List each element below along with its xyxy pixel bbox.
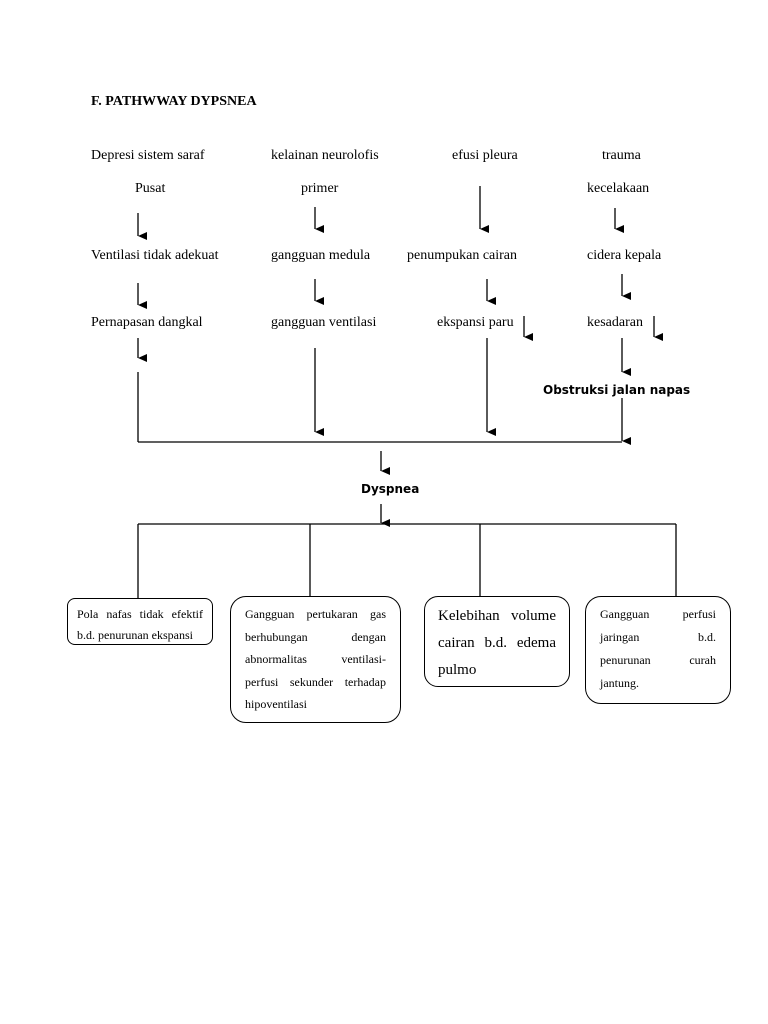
- cause-trauma: trauma: [602, 148, 641, 163]
- node-pernapasan: Pernapasan dangkal: [91, 315, 203, 330]
- node-ekspansi: ekspansi paru: [437, 315, 514, 330]
- node-ventilasi: Ventilasi tidak adekuat: [91, 248, 219, 263]
- diagnosis-box-kelebihan-volume: Kelebihan volume cairan b.d. edema pulmo: [424, 596, 570, 687]
- diagnosis-line: abnormalitas ventilasi-: [245, 652, 386, 666]
- node-gangguan-ventilasi: gangguan ventilasi: [271, 315, 377, 330]
- diagnosis-box-pola-nafas: Pola nafas tidak efektif b.d. penurunan …: [67, 598, 213, 645]
- diagnosis-line: Gangguan perfusi: [600, 607, 716, 621]
- node-kesadaran: kesadaran: [587, 315, 643, 330]
- page-title: F. PATHWWAY DYPSNEA: [91, 94, 257, 109]
- diagnosis-line: b.d. penurunan ekspansi: [77, 628, 193, 642]
- cause-efusi: efusi pleura: [452, 148, 518, 163]
- diagnosis-line: hipoventilasi: [245, 697, 307, 711]
- diagnosis-line: pulmo: [438, 662, 477, 678]
- diagnosis-line: perfusi sekunder terhadap: [245, 674, 386, 689]
- cause-kelainan-2: primer: [301, 181, 339, 196]
- diagnosis-box-pertukaran-gas: Gangguan pertukaran gas berhubungan deng…: [230, 596, 401, 723]
- cause-depresi: Depresi sistem saraf: [91, 148, 205, 163]
- diagnosis-line: berhubungan dengan: [245, 629, 386, 644]
- cause-depresi-2: Pusat: [135, 181, 166, 196]
- node-medula: gangguan medula: [271, 248, 371, 263]
- diagnosis-line: Kelebihan volume: [438, 608, 556, 624]
- diagnosis-line: jaringan b.d.: [600, 630, 716, 644]
- diagnosis-line: jantung.: [600, 676, 639, 690]
- node-penumpukan: penumpukan cairan: [407, 248, 518, 263]
- node-dyspnea: Dyspnea: [361, 482, 420, 496]
- diagnosis-line: cairan b.d. edema: [438, 635, 556, 651]
- node-cidera: cidera kepala: [587, 248, 662, 263]
- diagnosis-line: penurunan curah: [600, 653, 716, 667]
- node-obstruksi: Obstruksi jalan napas: [543, 383, 691, 397]
- diagnosis-line: Pola nafas tidak efektif: [77, 607, 203, 621]
- cause-trauma-2: kecelakaan: [587, 181, 650, 196]
- diagnosis-box-perfusi: Gangguan perfusi jaringan b.d. penurunan…: [585, 596, 731, 704]
- diagnosis-line: Gangguan pertukaran gas: [245, 607, 386, 621]
- cause-kelainan: kelainan neurolofis: [271, 148, 379, 163]
